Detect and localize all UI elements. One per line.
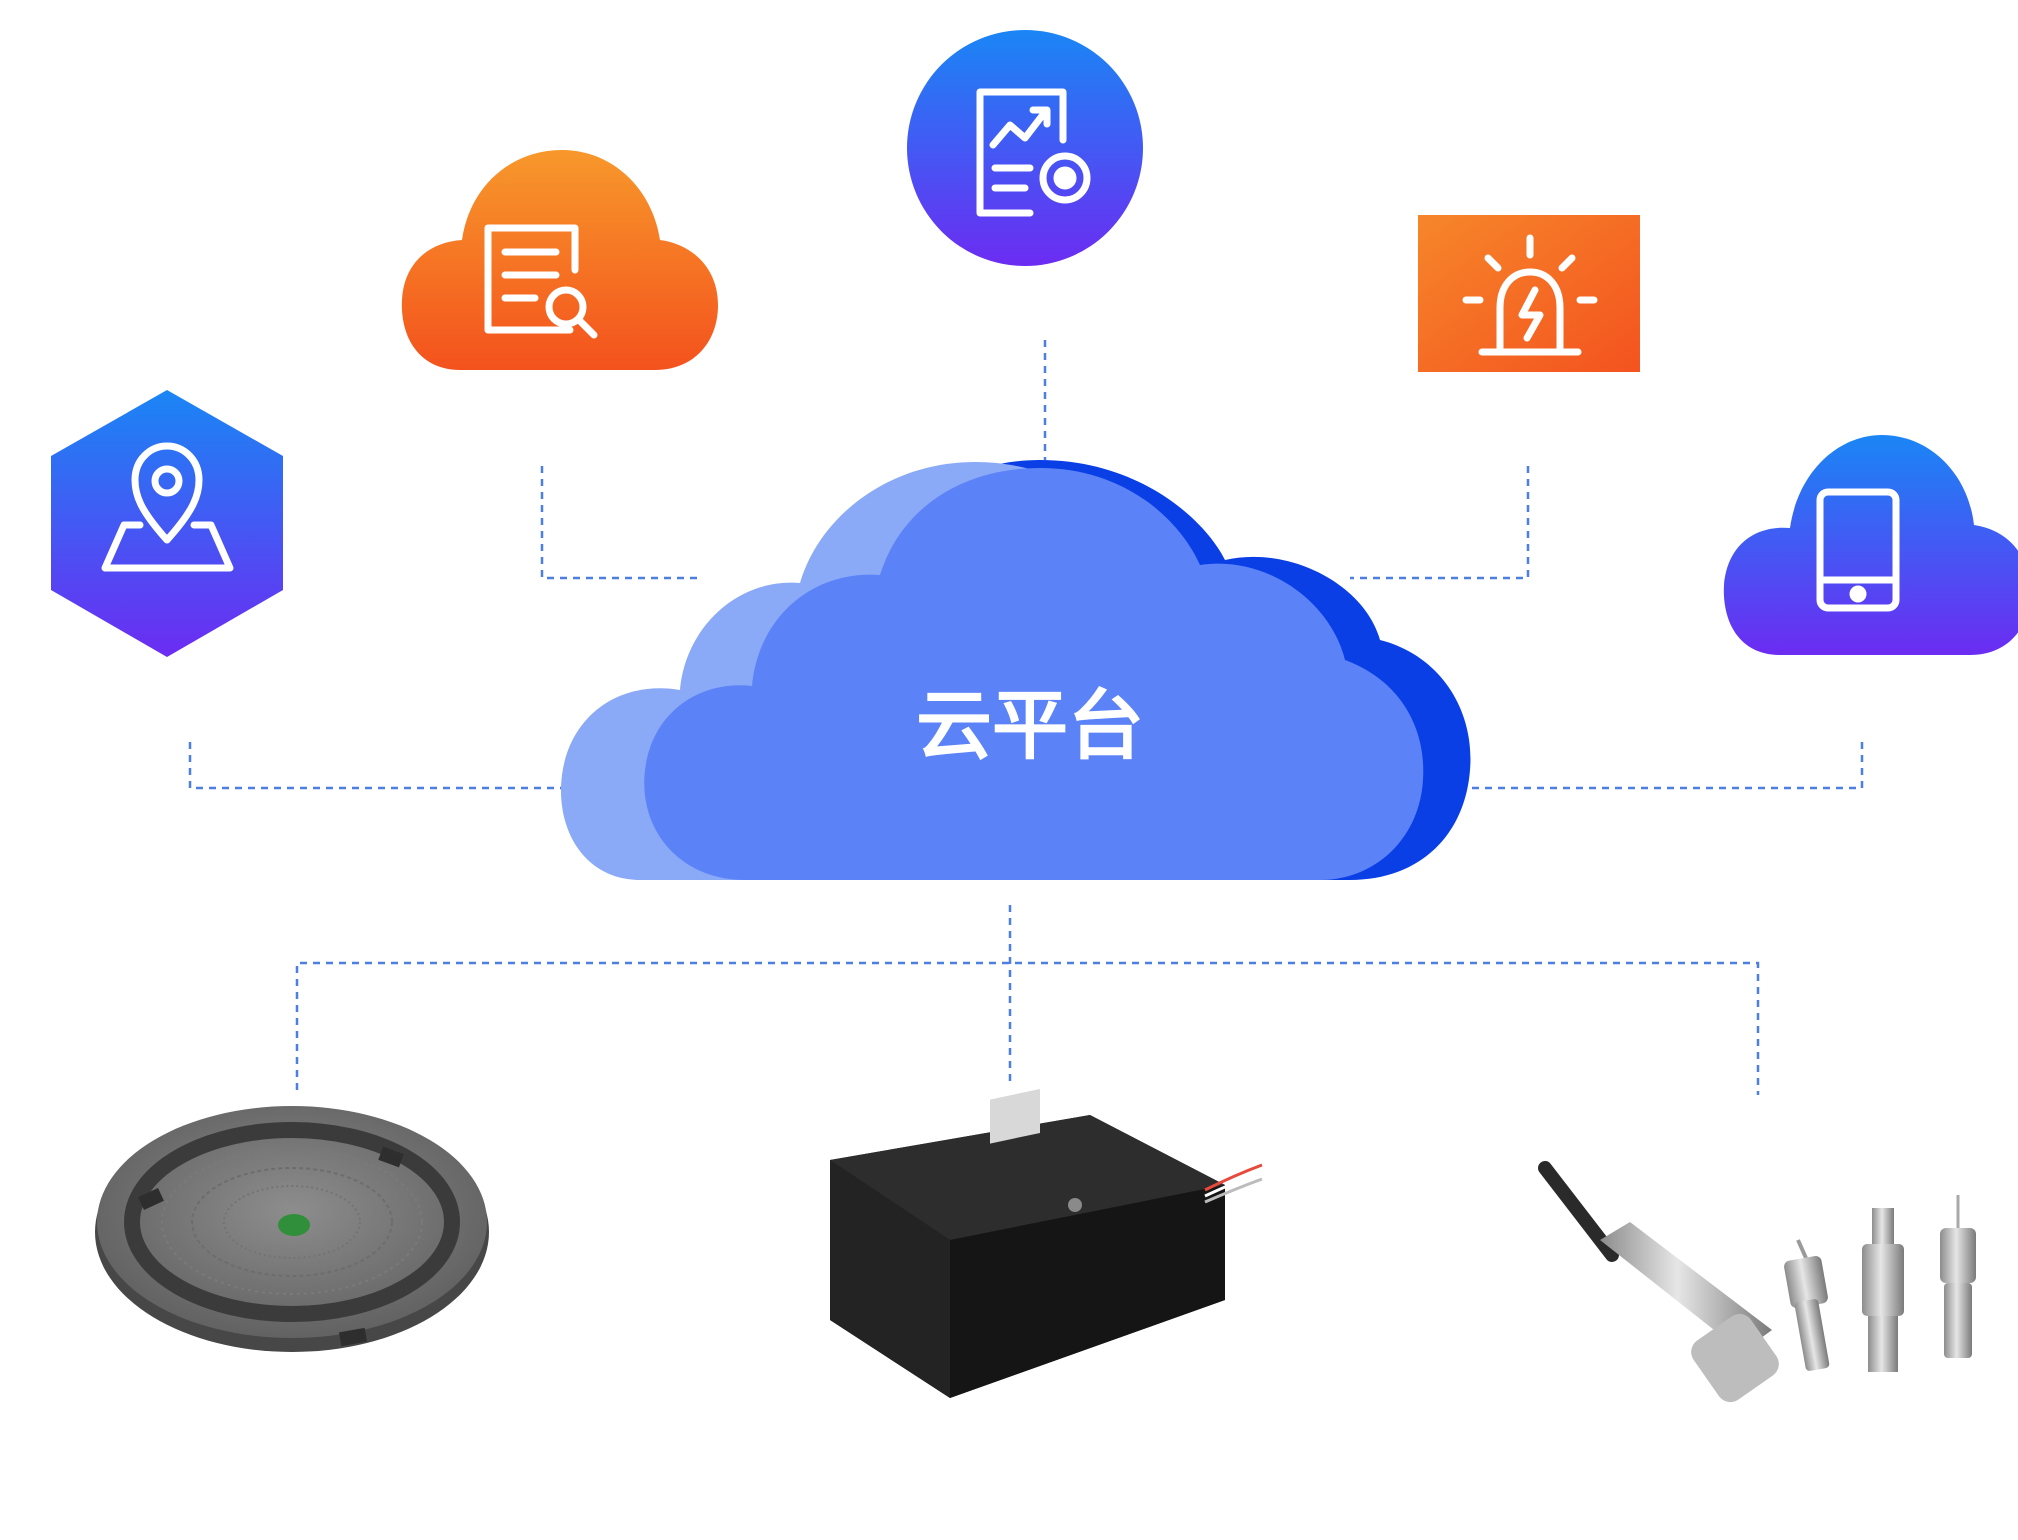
connector-lines xyxy=(188,340,1864,1095)
alarm-light-icon xyxy=(1462,234,1598,356)
alarm-light-node[interactable] xyxy=(1418,215,1640,372)
map-location-node[interactable] xyxy=(51,390,283,657)
connector-upper-left xyxy=(540,466,700,580)
blue-circle-badge xyxy=(907,30,1143,266)
report-settings-icon xyxy=(976,88,1091,217)
manhole-cover-sensor xyxy=(95,1106,489,1352)
connector-upper-right xyxy=(1350,466,1530,580)
cloud-platform: 云平台 xyxy=(560,460,1471,880)
connector-left xyxy=(188,742,565,790)
cable xyxy=(1204,1163,1263,1192)
map-location-icon xyxy=(101,442,234,572)
mobile-phone-icon xyxy=(1816,488,1900,612)
orange-cloud-badge xyxy=(401,150,718,370)
document-search-icon xyxy=(484,224,598,339)
cloud-front-shape xyxy=(644,468,1424,880)
hexagon-badge xyxy=(51,390,283,657)
pressure-level-sensors xyxy=(1538,1161,1976,1403)
sensor-light xyxy=(278,1214,310,1236)
black-enclosure-monitor xyxy=(830,1088,1263,1398)
mobile-phone-node[interactable] xyxy=(1723,435,2018,655)
cloud-label: 云平台 xyxy=(916,681,1144,770)
blue-cloud-badge xyxy=(1723,435,2018,655)
document-search-node[interactable] xyxy=(401,150,718,370)
report-settings-node[interactable] xyxy=(907,30,1143,266)
qr-label xyxy=(990,1088,1040,1144)
connector-bottom-bus xyxy=(295,961,1760,1095)
connector-right xyxy=(1465,742,1864,790)
